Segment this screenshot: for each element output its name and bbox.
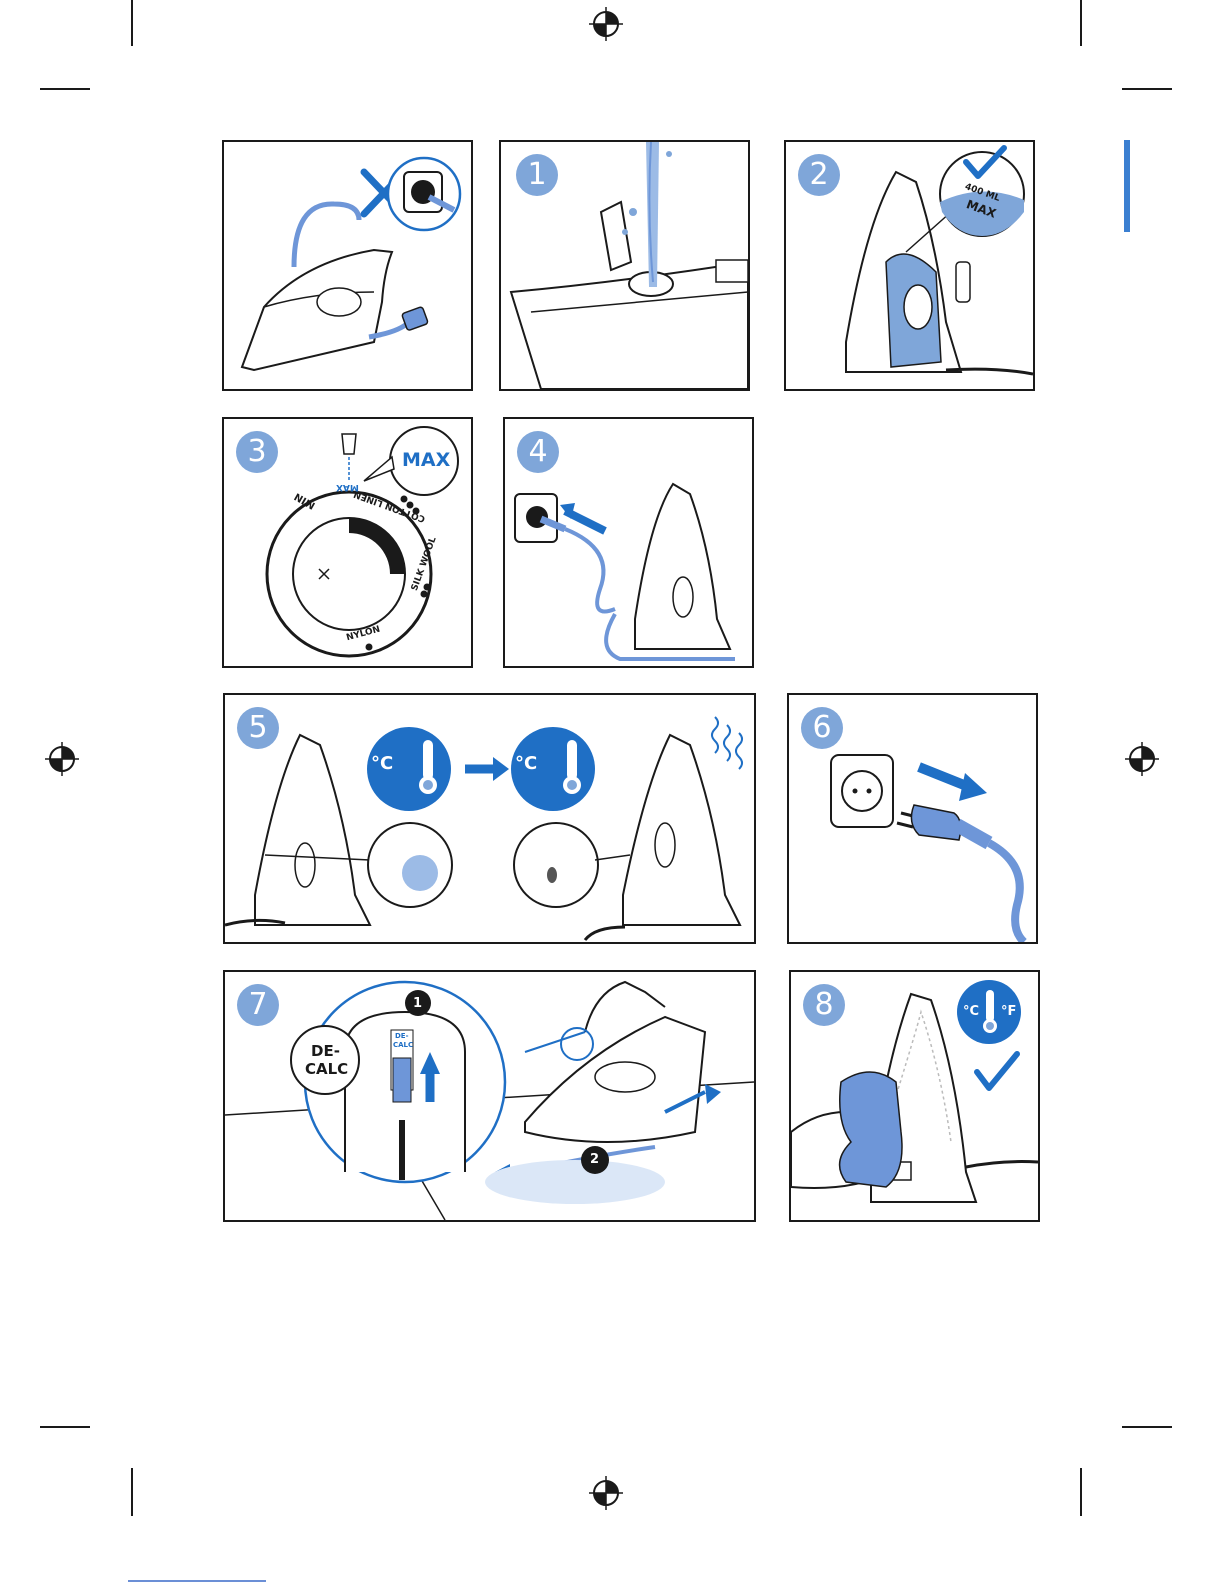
dial-callout-max: MAX bbox=[402, 449, 450, 471]
section-tab-marker bbox=[1124, 140, 1130, 232]
panel-step-7: 7 DE- CALC DE- CALC 1 2 bbox=[223, 970, 756, 1222]
step-number-badge: 5 bbox=[237, 707, 279, 749]
sub-step-number: 1 bbox=[413, 996, 422, 1011]
step-number-badge: 1 bbox=[516, 154, 558, 196]
footer-rule bbox=[128, 1580, 266, 1582]
registration-mark-icon bbox=[45, 742, 79, 776]
panel-unplugged bbox=[222, 140, 473, 391]
decalc-callout-line2: CALC bbox=[305, 1060, 348, 1078]
panel-step-5: 5 °C °C bbox=[223, 693, 756, 944]
panel-step-1: 1 bbox=[499, 140, 750, 391]
decalc-callout-line1: DE- bbox=[311, 1042, 340, 1060]
crop-mark bbox=[1080, 1468, 1082, 1516]
crop-mark bbox=[131, 1468, 133, 1516]
registration-mark-icon bbox=[1125, 742, 1159, 776]
panel-step-6: 6 bbox=[787, 693, 1038, 944]
iron-unplugged-illustration bbox=[224, 142, 471, 389]
heating-up-illustration bbox=[225, 695, 754, 942]
panel-step-3: 3 MAX MAX MIN COTTON LINEN SILK WOOL NYL… bbox=[222, 417, 473, 668]
celsius-label: °C bbox=[963, 1004, 979, 1019]
fahrenheit-label: °F bbox=[1001, 1004, 1016, 1019]
crop-mark bbox=[1122, 1426, 1172, 1428]
step-number-badge: 3 bbox=[236, 431, 278, 473]
decalc-illustration bbox=[225, 972, 754, 1220]
panel-step-8: 8 °C °F bbox=[789, 970, 1040, 1222]
decalc-slider-label: DE- bbox=[395, 1032, 409, 1040]
step-number-badge: 4 bbox=[517, 431, 559, 473]
step-number-badge: 8 bbox=[803, 984, 845, 1026]
registration-mark-icon bbox=[589, 7, 623, 41]
decalc-slider-label: CALC bbox=[393, 1041, 413, 1049]
panel-step-4: 4 bbox=[503, 417, 754, 668]
crop-mark bbox=[1122, 88, 1172, 90]
crop-mark bbox=[1080, 0, 1082, 46]
celsius-label: °C bbox=[371, 753, 393, 774]
registration-mark-icon bbox=[589, 1476, 623, 1510]
celsius-label: °C bbox=[515, 753, 537, 774]
crop-mark bbox=[40, 88, 90, 90]
step-number-badge: 7 bbox=[237, 984, 279, 1026]
step-number-badge: 2 bbox=[798, 154, 840, 196]
panel-step-2: 2 400 ML MAX bbox=[784, 140, 1035, 391]
step-number-badge: 6 bbox=[801, 707, 843, 749]
crop-mark bbox=[131, 0, 133, 46]
crop-mark bbox=[40, 1426, 90, 1428]
sub-step-number: 2 bbox=[590, 1152, 599, 1167]
